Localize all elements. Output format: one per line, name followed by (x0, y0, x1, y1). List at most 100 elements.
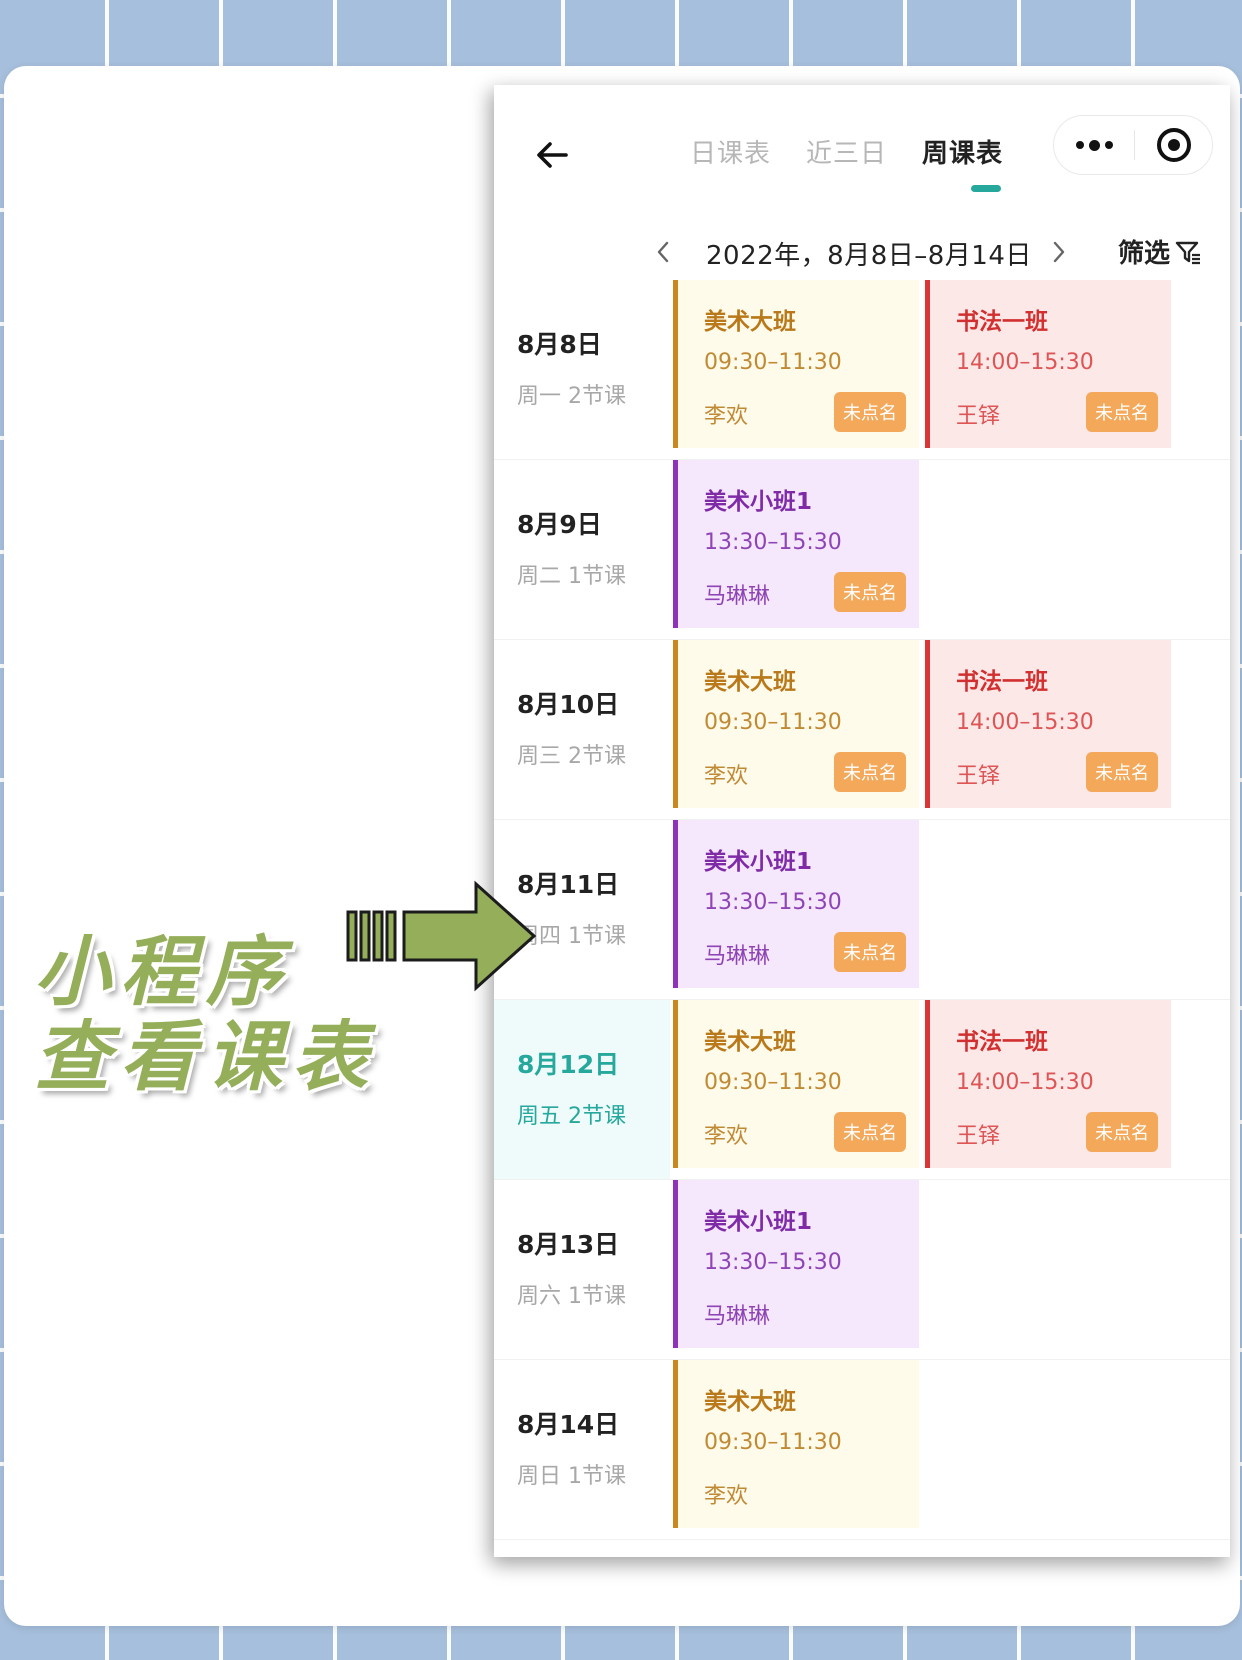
chevron-right-icon (1053, 241, 1065, 263)
lesson-name: 美术小班1 (704, 489, 813, 515)
lesson-name: 美术大班 (704, 1389, 796, 1415)
attendance-badge[interactable]: 未点名 (834, 572, 906, 612)
attendance-badge[interactable]: 未点名 (834, 392, 906, 432)
lesson-card[interactable]: 美术小班1 13:30–15:30 马琳琳 (673, 1180, 919, 1348)
day-date: 8月14日 (517, 1410, 620, 1439)
tab-three-days[interactable]: 近三日 (806, 139, 888, 169)
lesson-teacher: 李欢 (704, 764, 749, 789)
lesson-teacher: 李欢 (704, 1484, 749, 1509)
lesson-time: 14:00–15:30 (956, 710, 1094, 735)
day-date: 8月9日 (517, 510, 602, 539)
lesson-name: 美术大班 (704, 669, 796, 695)
lesson-name: 书法一班 (956, 669, 1048, 695)
day-date: 8月13日 (517, 1230, 620, 1259)
filter-icon (1175, 241, 1201, 264)
day-header-cell: 8月13日周六 1节课 (494, 1180, 670, 1360)
lesson-teacher: 马琳琳 (704, 1304, 771, 1329)
target-circle-icon (1157, 128, 1191, 162)
attendance-badge[interactable]: 未点名 (1086, 392, 1158, 432)
lesson-card[interactable]: 书法一班 14:00–15:30 王铎 未点名 (925, 280, 1171, 448)
chevron-left-icon (657, 241, 669, 263)
day-row: 8月12日周五 2节课 美术大班 09:30–11:30 李欢 未点名 书法一班 14:00… (494, 1000, 1230, 1180)
lesson-time: 13:30–15:30 (704, 1250, 842, 1275)
lesson-name: 美术大班 (704, 309, 796, 335)
lesson-card[interactable]: 美术小班1 13:30–15:30 马琳琳 未点名 (673, 820, 919, 988)
lesson-time: 09:30–11:30 (704, 350, 842, 375)
lesson-teacher: 李欢 (704, 1124, 749, 1149)
lesson-card[interactable]: 美术大班 09:30–11:30 李欢 未点名 (673, 1000, 919, 1168)
lesson-name: 书法一班 (956, 309, 1048, 335)
arrow-left-icon (537, 142, 568, 168)
day-header-cell: 8月8日周一 2节课 (494, 280, 670, 460)
day-lesson-count: 周五 2节课 (517, 1104, 626, 1129)
lesson-card[interactable]: 美术大班 09:30–11:30 李欢 (673, 1360, 919, 1528)
more-button[interactable] (1054, 116, 1134, 174)
day-lesson-count: 周六 1节课 (517, 1284, 626, 1309)
week-navigator: 2022年，8月8日–8月14日 筛选 (494, 225, 1230, 285)
day-row: 8月14日周日 1节课 美术大班 09:30–11:30 李欢 (494, 1360, 1230, 1540)
day-row: 8月9日周二 1节课 美术小班1 13:30–15:30 马琳琳 未点名 (494, 460, 1230, 640)
promo-title-line2: 查看课表 (34, 1012, 378, 1101)
lesson-card[interactable]: 书法一班 14:00–15:30 王铎 未点名 (925, 1000, 1171, 1168)
day-row: 8月11日周四 1节课 美术小班1 13:30–15:30 马琳琳 未点名 (494, 820, 1230, 1000)
day-header-cell: 8月10日周三 2节课 (494, 640, 670, 820)
day-date: 8月12日 (517, 1050, 620, 1079)
tab-week[interactable]: 周课表 (922, 139, 1004, 169)
lesson-time: 14:00–15:30 (956, 350, 1094, 375)
back-button[interactable] (532, 135, 572, 175)
attendance-badge[interactable]: 未点名 (1086, 752, 1158, 792)
lesson-time: 09:30–11:30 (704, 1070, 842, 1095)
filter-button[interactable]: 筛选 (1118, 233, 1202, 270)
lesson-teacher: 马琳琳 (704, 944, 771, 969)
day-row: 8月13日周六 1节课 美术小班1 13:30–15:30 马琳琳 (494, 1180, 1230, 1360)
day-date: 8月11日 (517, 870, 620, 899)
day-date: 8月10日 (517, 690, 620, 719)
more-dots-icon (1075, 139, 1113, 151)
next-week-button[interactable] (1050, 237, 1068, 275)
day-lesson-count: 周三 2节课 (517, 744, 626, 769)
promo-title-line1: 小程序 (34, 927, 292, 1016)
lesson-time: 13:30–15:30 (704, 890, 842, 915)
attendance-badge[interactable]: 未点名 (1086, 1112, 1158, 1152)
day-header-cell: 8月11日周四 1节课 (494, 820, 670, 1000)
prev-week-button[interactable] (654, 237, 672, 275)
lesson-name: 美术小班1 (704, 1209, 813, 1235)
mini-program-screen: 日课表 近三日 周课表 2022年，8月8日–8月14日 筛选 8月8日周一 2… (494, 85, 1230, 1557)
attendance-badge[interactable]: 未点名 (834, 932, 906, 972)
lesson-time: 14:00–15:30 (956, 1070, 1094, 1095)
day-lesson-count: 周一 2节课 (517, 384, 626, 409)
lesson-card[interactable]: 书法一班 14:00–15:30 王铎 未点名 (925, 640, 1171, 808)
active-tab-indicator (971, 185, 1001, 192)
day-row: 8月8日周一 2节课 美术大班 09:30–11:30 李欢 未点名 书法一班 14:00–… (494, 280, 1230, 460)
lesson-teacher: 马琳琳 (704, 584, 771, 609)
day-header-cell: 8月14日周日 1节课 (494, 1360, 670, 1540)
lesson-name: 书法一班 (956, 1029, 1048, 1055)
tab-day[interactable]: 日课表 (690, 139, 772, 169)
capsule-divider (1134, 130, 1135, 160)
capsule-menu (1053, 115, 1213, 175)
day-lesson-count: 周二 1节课 (517, 564, 626, 589)
lesson-teacher: 王铎 (956, 764, 1001, 789)
week-range-label: 2022年，8月8日–8月14日 (706, 241, 1032, 271)
lesson-name: 美术小班1 (704, 849, 813, 875)
lesson-card[interactable]: 美术小班1 13:30–15:30 马琳琳 未点名 (673, 460, 919, 628)
close-mini-program-button[interactable] (1135, 116, 1213, 174)
day-lesson-count: 周日 1节课 (517, 1464, 626, 1489)
day-date: 8月8日 (517, 330, 602, 359)
arrow-right-icon (346, 880, 537, 992)
day-header-cell: 8月9日周二 1节课 (494, 460, 670, 640)
filter-label: 筛选 (1118, 239, 1171, 269)
attendance-badge[interactable]: 未点名 (834, 752, 906, 792)
lesson-time: 09:30–11:30 (704, 710, 842, 735)
day-header-cell: 8月12日周五 2节课 (494, 1000, 670, 1180)
attendance-badge[interactable]: 未点名 (834, 1112, 906, 1152)
lesson-name: 美术大班 (704, 1029, 796, 1055)
lesson-time: 09:30–11:30 (704, 1430, 842, 1455)
lesson-teacher: 王铎 (956, 1124, 1001, 1149)
day-row: 8月10日周三 2节课 美术大班 09:30–11:30 李欢 未点名 书法一班 14:00… (494, 640, 1230, 820)
lesson-card[interactable]: 美术大班 09:30–11:30 李欢 未点名 (673, 640, 919, 808)
lesson-teacher: 李欢 (704, 404, 749, 429)
lesson-teacher: 王铎 (956, 404, 1001, 429)
lesson-time: 13:30–15:30 (704, 530, 842, 555)
lesson-card[interactable]: 美术大班 09:30–11:30 李欢 未点名 (673, 280, 919, 448)
